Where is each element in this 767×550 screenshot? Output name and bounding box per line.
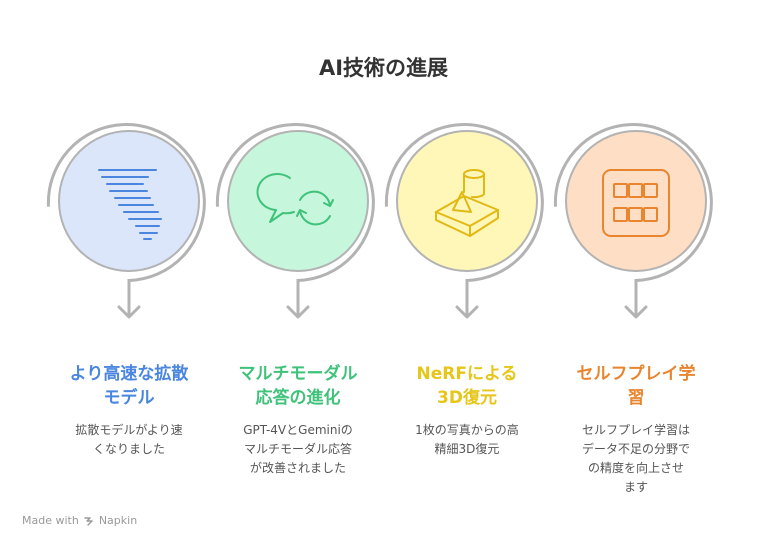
step-3-ring bbox=[384, 123, 544, 317]
step-2-description-line: が改善されました bbox=[249, 461, 346, 475]
footer-watermark: Made with Napkin bbox=[22, 514, 137, 527]
step-2-circle bbox=[227, 130, 369, 272]
step-4-description-line: セルフプレイ学習は bbox=[581, 423, 690, 437]
chat-refresh-icon bbox=[256, 173, 334, 226]
step-1-ring bbox=[46, 123, 206, 317]
step-3-heading-line2: 3D復元 bbox=[437, 388, 497, 408]
step-3-heading: NeRFによる 3D復元 bbox=[387, 362, 547, 410]
step-2-heading-line1: マルチモーダル bbox=[238, 364, 358, 384]
step-1-description-line: くなりました bbox=[92, 442, 165, 456]
step-1-circle bbox=[58, 130, 200, 272]
step-2-heading-line2: 応答の進化 bbox=[255, 388, 341, 408]
step-1-node bbox=[46, 123, 206, 319]
step-4-description-line: の精度を向上させ bbox=[587, 461, 684, 475]
step-4-heading-line2: 習 bbox=[627, 388, 645, 408]
3d-shapes-icon bbox=[435, 169, 499, 237]
step-3-description-line: 1枚の写真からの高 bbox=[415, 423, 519, 437]
step-3-description: 1枚の写真からの高 精細3D復元 bbox=[392, 421, 542, 459]
step-1-description-line: 拡散モデルがより速 bbox=[75, 423, 183, 437]
step-1-arrow bbox=[117, 305, 141, 319]
step-1-heading-line1: より高速な拡散 bbox=[69, 364, 189, 384]
step-3-description-line: 精細3D復元 bbox=[434, 442, 500, 456]
step-4-arrow bbox=[624, 305, 648, 319]
step-4-description: セルフプレイ学習は データ不足の分野で の精度を向上させ ます bbox=[561, 421, 711, 497]
step-2-arrow bbox=[286, 305, 310, 319]
step-2-description: GPT-4VとGeminiの マルチモーダル応答 が改善されました bbox=[223, 421, 373, 478]
step-2-heading: マルチモーダル 応答の進化 bbox=[218, 362, 378, 410]
step-1-heading-line2: モデル bbox=[103, 388, 155, 408]
step-2-node bbox=[215, 123, 375, 319]
step-4-heading: セルフプレイ学 習 bbox=[556, 362, 716, 410]
step-3-arrow bbox=[455, 305, 479, 319]
step-2-description-line: マルチモーダル応答 bbox=[243, 442, 352, 456]
grid-board-icon bbox=[602, 169, 670, 237]
step-1-heading: より高速な拡散 モデル bbox=[49, 362, 209, 410]
step-3-node bbox=[384, 123, 544, 319]
napkin-logo-icon bbox=[84, 516, 93, 526]
step-2-description-line: GPT-4VとGeminiの bbox=[243, 423, 353, 437]
step-4-node bbox=[553, 123, 713, 319]
page-title: AI技術の進展 bbox=[318, 56, 449, 80]
step-4-heading-line1: セルフプレイ学 bbox=[576, 364, 696, 384]
step-1-description: 拡散モデルがより速 くなりました bbox=[54, 421, 204, 459]
step-4-description-line: ます bbox=[623, 480, 648, 494]
made-with-label: Made with bbox=[22, 514, 79, 527]
step-4-description-line: データ不足の分野で bbox=[581, 442, 690, 456]
funnel-lines-icon bbox=[98, 169, 162, 240]
napkin-brand-label: Napkin bbox=[98, 514, 138, 527]
step-2-ring bbox=[215, 123, 375, 317]
step-4-ring bbox=[553, 123, 713, 317]
step-3-heading-line1: NeRFによる bbox=[416, 364, 518, 384]
step-4-circle bbox=[565, 130, 707, 272]
